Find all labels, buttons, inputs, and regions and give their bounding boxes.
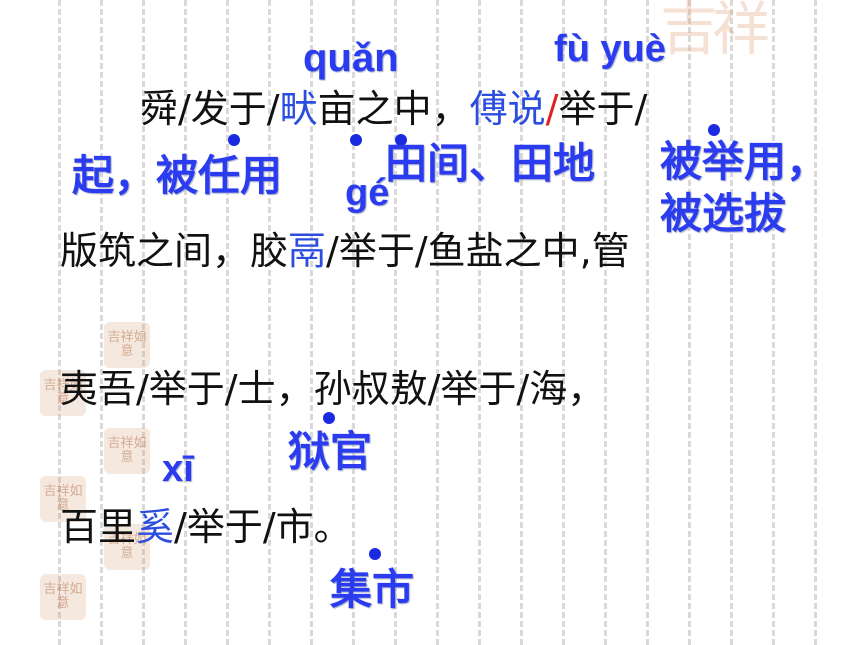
decorative-seal: 吉祥如意 bbox=[40, 476, 86, 522]
note-tianjian: 田间、田地 bbox=[385, 139, 596, 188]
decorative-seal: 吉祥如意 bbox=[40, 574, 86, 620]
pinyin-quan: quǎn bbox=[303, 36, 399, 80]
note-jishi: 集市 bbox=[330, 565, 415, 614]
note-beixuanba: 被选拔 bbox=[660, 189, 787, 238]
text-line-2: 版筑之间，胶鬲/举于/鱼盐之中,管 bbox=[60, 229, 630, 273]
annotation-dot bbox=[708, 124, 720, 136]
note-qi: 起，被任用 bbox=[72, 151, 283, 200]
text-line-4: 百里奚/举于/市。 bbox=[60, 505, 352, 549]
annotation-dot bbox=[323, 412, 335, 424]
annotation-dot bbox=[369, 548, 381, 560]
pinyin-xi: xī bbox=[162, 448, 194, 490]
pinyin-ge: gé bbox=[345, 172, 390, 214]
decorative-seal-large: 吉祥 bbox=[660, 0, 770, 63]
decorative-seal: 吉祥如意 bbox=[104, 428, 150, 474]
pinyin-fuyue: fù yuè bbox=[554, 28, 666, 70]
decorative-seal: 吉祥如意 bbox=[40, 370, 86, 416]
annotation-dot bbox=[395, 134, 407, 146]
annotation-dot bbox=[228, 134, 240, 146]
decorative-seal: 吉祥如意 bbox=[104, 322, 150, 368]
text-line-3: 夷吾/举于/士，孙叔敖/举于/海， bbox=[60, 367, 606, 411]
text-line-1: 舜/发于/畎亩之中，傅说/举于/ bbox=[140, 87, 648, 131]
annotation-dot bbox=[350, 134, 362, 146]
decorative-seal: 吉祥如意 bbox=[104, 524, 150, 570]
note-beijuyong: 被举用， bbox=[660, 137, 829, 186]
note-yuguan: 狱官 bbox=[288, 427, 373, 476]
